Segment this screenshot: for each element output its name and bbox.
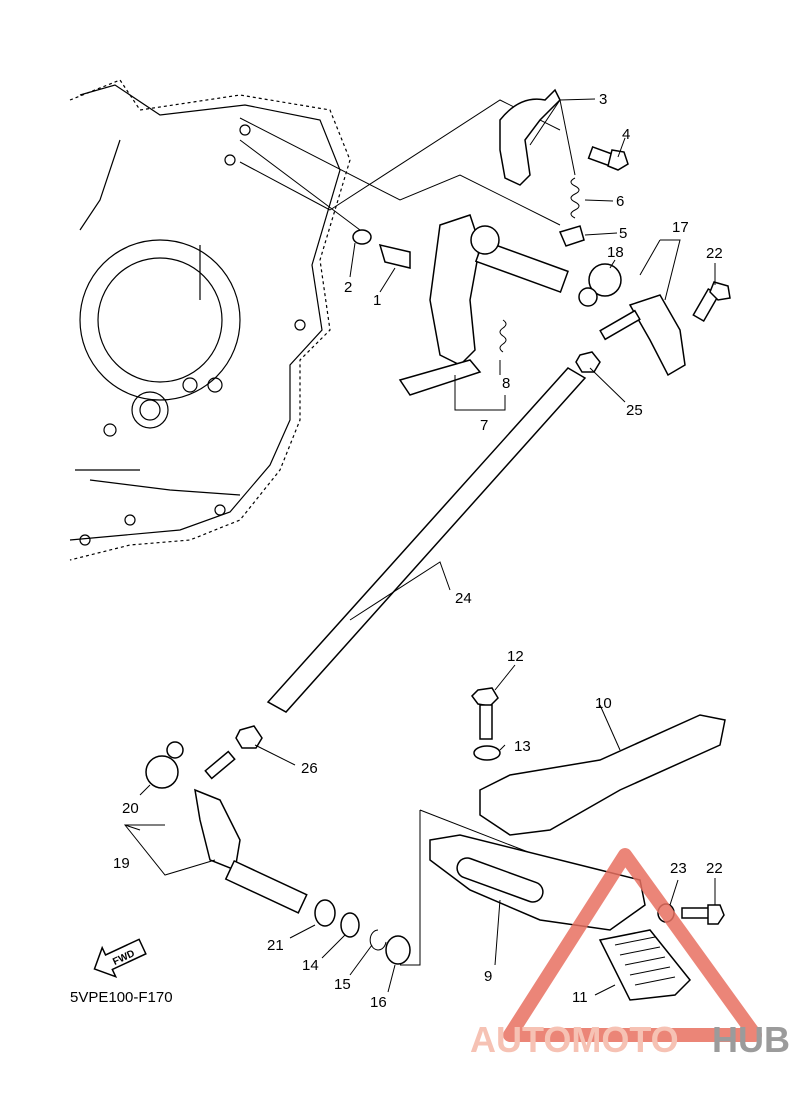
bolt-4 [587,145,629,171]
callout-13: 13 [514,738,531,755]
footrest-bar-9 [456,857,544,903]
callout-20: 20 [122,800,139,817]
callout-12: 12 [507,648,524,665]
warning-triangle-icon [503,848,762,1042]
shift-arm-17 [628,294,686,377]
bolt-12 [471,687,499,740]
stud-bolt-1 [378,243,411,269]
callout-26: 26 [301,760,318,777]
callout-6: 6 [616,193,624,210]
callout-22-lower: 22 [706,860,723,877]
washer-13 [473,745,501,761]
washer-14 [340,912,360,938]
watermark-part1: AUTOMOTO [470,1019,679,1060]
callout-3: 3 [599,91,607,108]
pin-5 [558,225,585,247]
callout-4: 4 [622,126,630,143]
crankcase-outline [69,79,351,561]
callout-2: 2 [344,279,352,296]
callout-15: 15 [334,976,351,993]
callout-1: 1 [373,292,381,309]
bushing-16 [385,935,411,965]
callout-22-upper: 22 [706,245,723,262]
callout-9: 9 [484,968,492,985]
watermark-part2: HUB [712,1019,790,1060]
callout-23: 23 [670,860,687,877]
callout-8: 8 [502,375,510,392]
callout-19: 19 [113,855,130,872]
callout-25: 25 [626,402,643,419]
callout-7: 7 [480,417,488,434]
callout-18: 18 [607,244,624,261]
callout-leaders [123,98,716,996]
joint-20 [145,741,184,789]
spring-6 [570,177,580,219]
callout-11: 11 [572,989,588,1006]
callout-5: 5 [619,225,627,242]
washer-2 [352,229,372,245]
joint-18 [578,263,622,307]
diagram-code: 5VPE100-F170 [70,989,173,1006]
callout-14: 14 [302,957,319,974]
stopper-lever [499,88,561,186]
nut-26 [235,725,263,749]
bolt-22-lower [681,904,725,925]
footpeg-rubber-11 [598,929,692,1001]
clip-15 [369,929,387,951]
callout-labels: 1 2 3 4 5 6 7 8 9 10 11 12 13 14 15 16 1… [113,91,723,1011]
bolt-22-upper [692,281,731,323]
pedal-10 [479,714,726,836]
callout-16: 16 [370,994,387,1011]
nut-25 [575,351,601,373]
shift-shaft-assembly [398,214,569,396]
callout-10: 10 [595,695,612,712]
fwd-arrow-icon: FWD [93,938,147,979]
callout-21: 21 [267,937,284,954]
callout-24: 24 [455,590,472,607]
shift-arm-19 [194,750,308,914]
rod-end-17 [599,309,641,341]
seal-21 [314,899,336,927]
watermark-logo: AUTOMOTO HUB [470,848,790,1060]
callout-17: 17 [672,219,689,236]
shift-rod-24 [266,367,587,713]
